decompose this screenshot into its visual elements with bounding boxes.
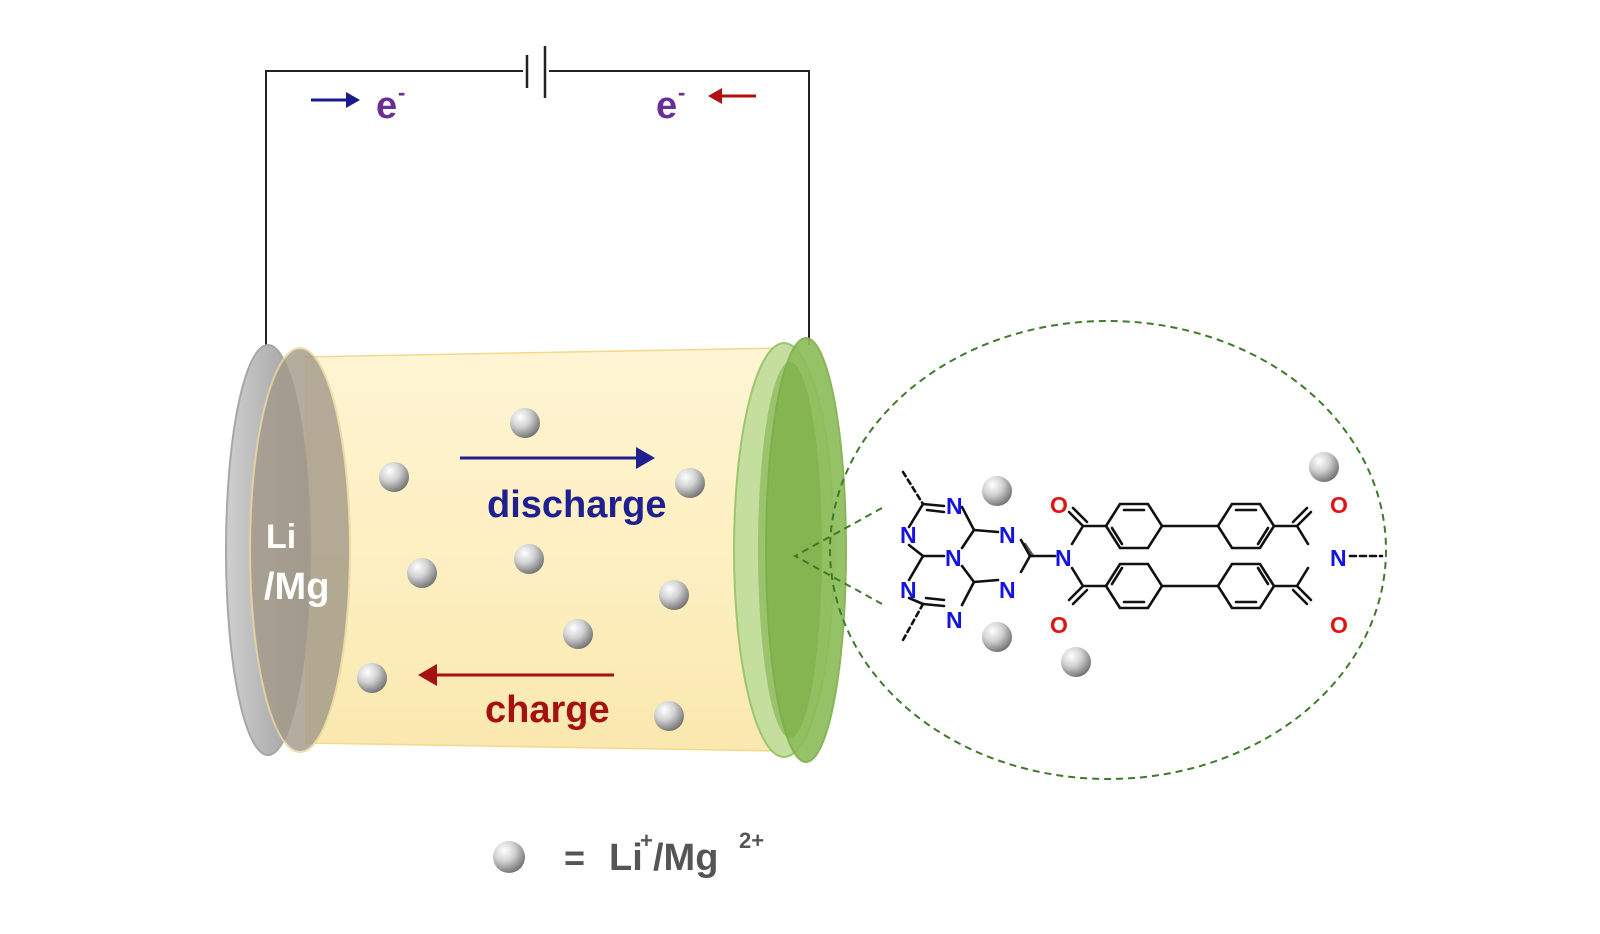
ion [563,619,593,649]
perylene-diimide-unit: N N O O O O [1050,492,1384,638]
atom-n: N [900,522,917,548]
atom-n: N [900,577,917,603]
ion [675,468,705,498]
ion [407,558,437,588]
anode-disc: Li /Mg [225,344,351,756]
molecular-structure: N N N N N N N N N O O O O [900,470,1384,642]
atom-n: N [999,577,1016,603]
atom-n: N [946,607,963,633]
anode-label-line1: Li [266,518,296,556]
ion [357,663,387,693]
atom-o: O [1330,492,1348,518]
legend-mg-charge: 2+ [739,828,764,853]
arrow-left-icon [708,88,722,104]
legend-mg: /Mg [653,837,718,879]
electron-charge-left: - [398,80,405,105]
discharge-arrow-icon [636,447,655,469]
ion [514,544,544,574]
zoom-callout [792,320,1387,780]
atom-o: O [1050,612,1068,638]
legend: = Li + /Mg 2+ [493,828,764,879]
electron-flow-right: e - [656,80,756,127]
ion [1309,452,1339,482]
atom-n: N [999,522,1016,548]
legend-li-charge: + [640,828,653,853]
anode-label-line2: /Mg [264,566,329,608]
discharge-indicator: discharge [460,447,667,526]
atom-o: O [1050,492,1068,518]
arrow-right-icon [346,92,360,108]
ion [982,622,1012,652]
electron-flow-left: e - [311,80,405,127]
ion [510,408,540,438]
ion [654,701,684,731]
electron-label-right: e [656,85,677,127]
ion [982,476,1012,506]
charge-arrow-icon [418,664,437,686]
ion [379,462,409,492]
legend-ion-icon [493,841,525,873]
ions-in-electrolyte [357,408,705,731]
legend-li: Li [609,837,643,879]
charge-indicator: charge [418,664,614,731]
atom-o: O [1330,612,1348,638]
electron-charge-right: - [678,80,685,105]
atom-n: N [1055,545,1072,571]
charge-label: charge [485,689,610,731]
heptazine-unit: N N N N N N N [900,470,1057,642]
external-circuit [265,46,810,350]
electron-label-left: e [376,85,397,127]
atom-n: N [945,545,962,571]
atom-n: N [1330,545,1347,571]
ions-in-callout [982,452,1339,677]
legend-equals: = [564,837,585,878]
atom-n: N [946,493,963,519]
discharge-label: discharge [487,484,667,526]
ion [1061,647,1091,677]
electrolyte-tube [305,348,780,751]
ion [659,580,689,610]
